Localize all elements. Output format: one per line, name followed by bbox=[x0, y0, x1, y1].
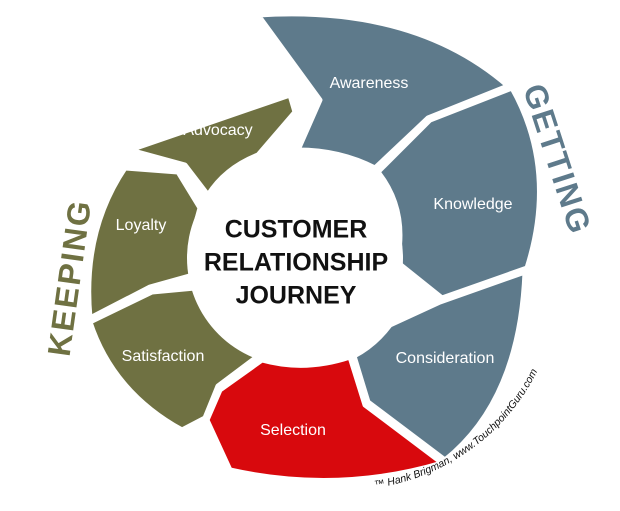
stage-label-awareness: Awareness bbox=[330, 75, 409, 92]
stage-label-advocacy: Advocacy bbox=[183, 122, 252, 139]
center-circle bbox=[187, 150, 403, 366]
diagram-title: CUSTOMER RELATIONSHIP JOURNEY bbox=[204, 216, 388, 310]
segment-consideration bbox=[351, 269, 528, 463]
title-line-1: CUSTOMER bbox=[225, 216, 368, 244]
stage-label-satisfaction: Satisfaction bbox=[122, 348, 205, 365]
title-line-2: RELATIONSHIP bbox=[204, 249, 388, 277]
title-line-3: JOURNEY bbox=[236, 282, 357, 310]
segment-awareness bbox=[255, 11, 511, 171]
stage-label-selection: Selection bbox=[260, 422, 326, 439]
stage-labels: Awareness Knowledge Consideration Select… bbox=[116, 75, 513, 439]
journey-ring bbox=[86, 11, 542, 483]
segment-knowledge bbox=[375, 85, 542, 301]
stage-label-knowledge: Knowledge bbox=[433, 196, 512, 213]
stage-label-consideration: Consideration bbox=[396, 350, 495, 367]
stage-label-loyalty: Loyalty bbox=[116, 217, 167, 234]
